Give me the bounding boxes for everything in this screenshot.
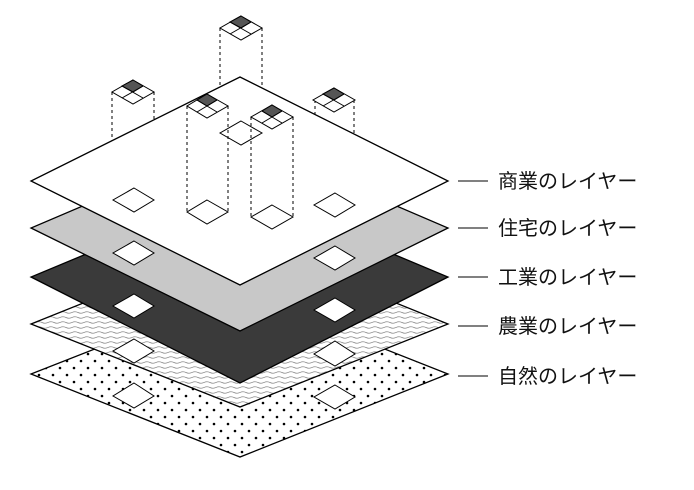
layer-label-residential: 住宅のレイヤー <box>498 216 637 240</box>
commercial-layer-tile <box>111 187 155 213</box>
floating-grid-left <box>110 79 156 105</box>
floating-grid-center-right <box>249 104 295 130</box>
upper-projection-lines <box>186 106 294 217</box>
layer-label-commercial: 商業のレイヤー <box>498 169 637 193</box>
industrial-layer-tile <box>312 297 356 323</box>
agricultural-layer-tile <box>111 338 155 364</box>
floating-grid-center-left <box>186 93 230 119</box>
layer-labels: 商業のレイヤー 住宅のレイヤー 工業のレイヤー 農業のレイヤー 自然のレイヤー <box>458 169 637 388</box>
commercial-layer-tile <box>218 120 264 146</box>
industrial-layer-tile <box>111 293 155 319</box>
layer-label-agricultural: 農業のレイヤー <box>498 314 637 338</box>
natural-layer-tile <box>312 384 356 410</box>
layer-label-natural: 自然のレイヤー <box>498 364 637 388</box>
commercial-layer-tile <box>312 192 356 218</box>
floating-grid-right <box>311 87 357 113</box>
residential-layer-tile <box>312 245 356 271</box>
natural-layer-tile <box>112 382 155 409</box>
agricultural-layer-tile <box>313 340 356 367</box>
commercial-layer-tile <box>186 199 230 225</box>
layer-label-industrial: 工業のレイヤー <box>498 265 637 289</box>
residential-layer-tile <box>111 240 155 266</box>
floating-grid-top <box>218 15 264 41</box>
commercial-layer-plane <box>29 76 450 286</box>
commercial-layer-tile <box>249 204 295 230</box>
